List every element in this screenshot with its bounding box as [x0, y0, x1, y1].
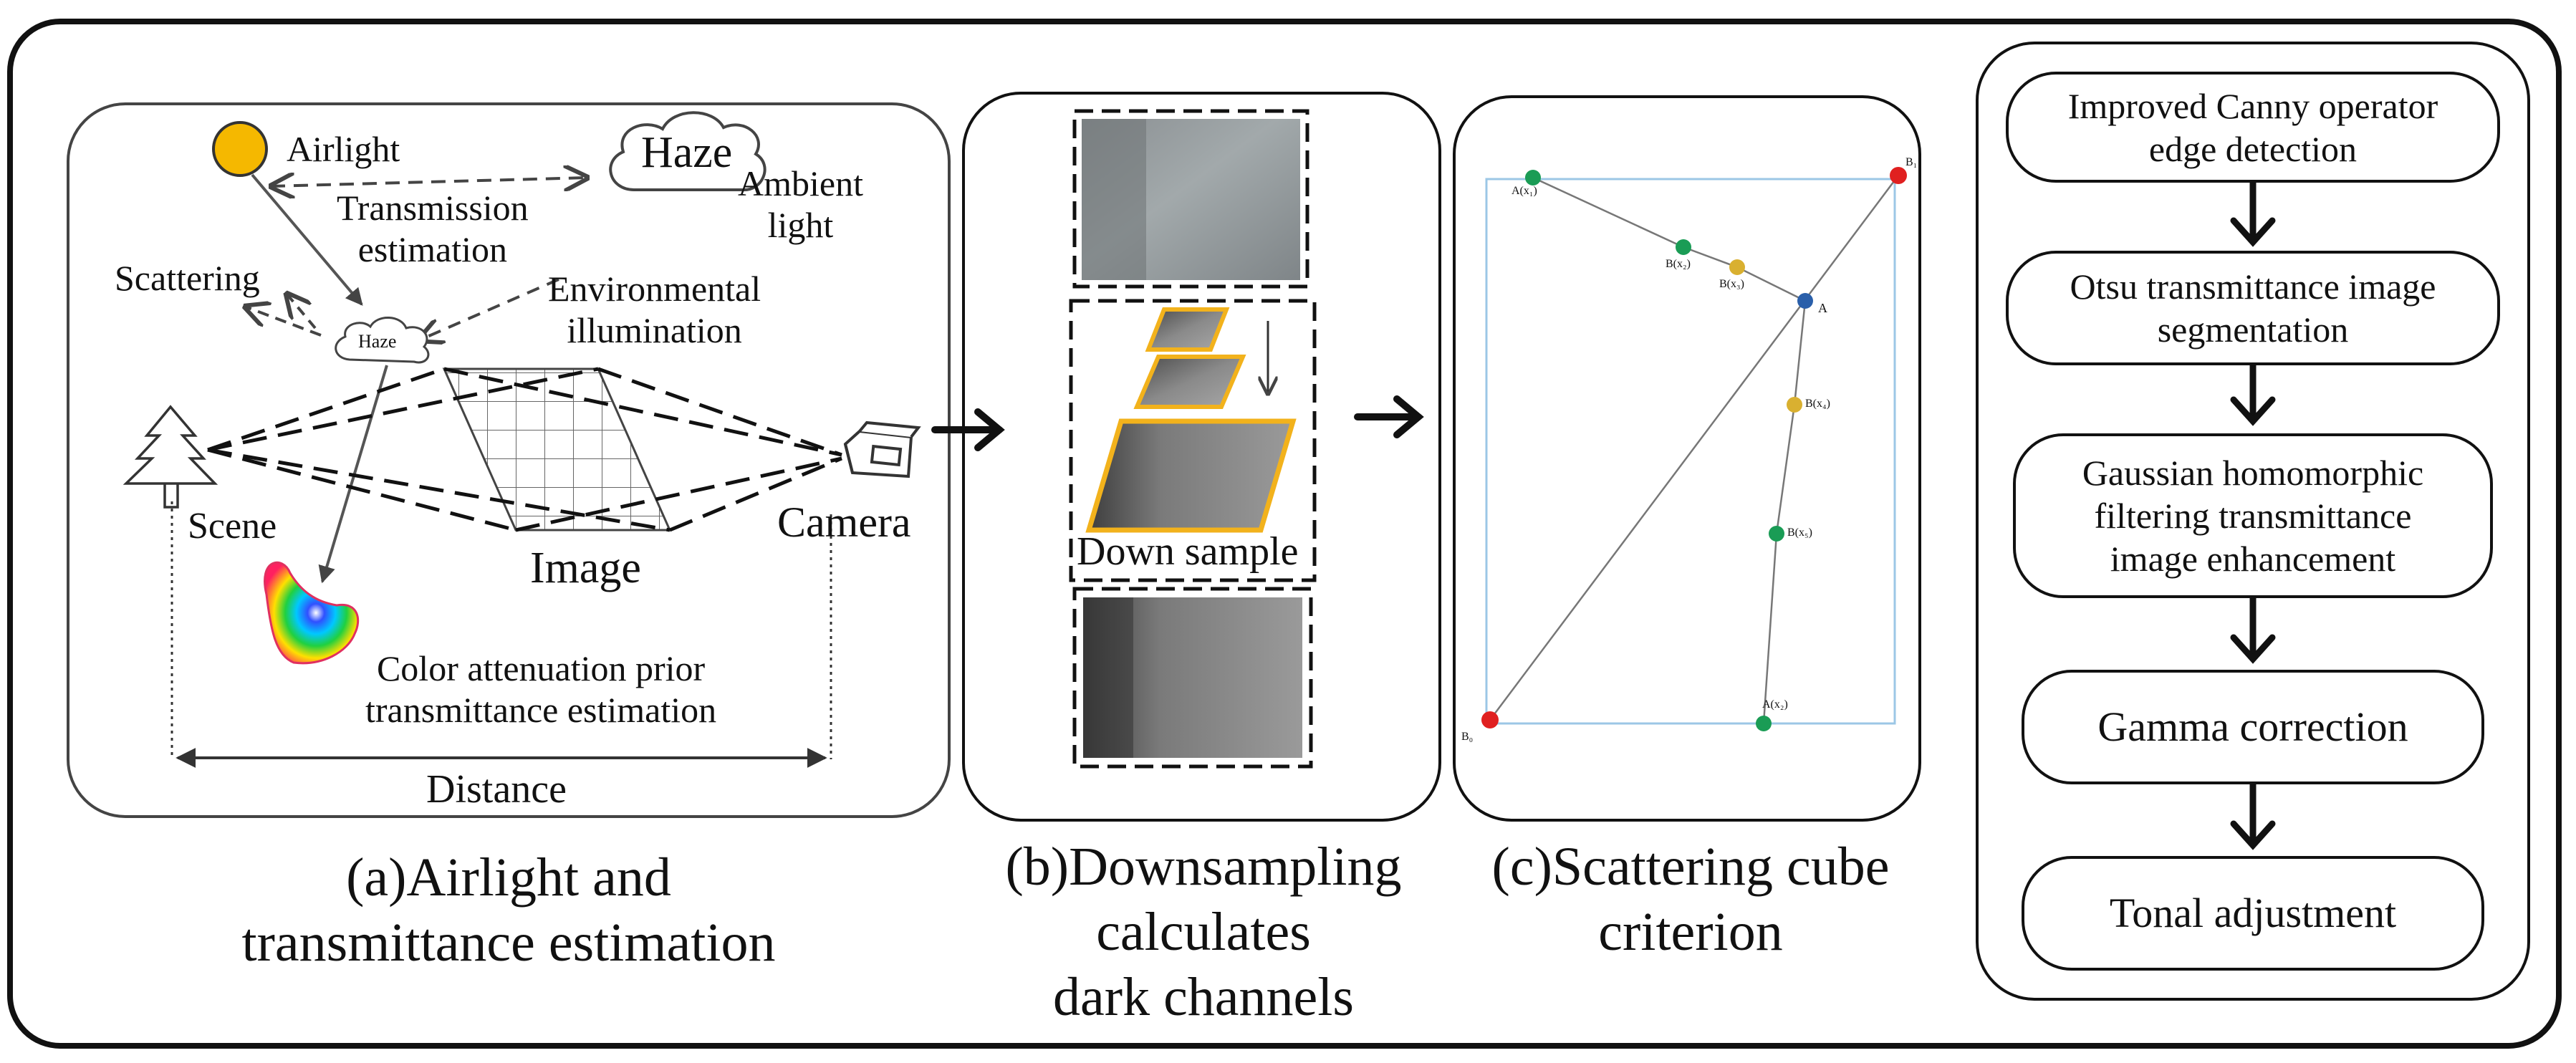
- sun-to-haze-arrow: [251, 173, 363, 306]
- flow-step-4-line-1: Gamma correction: [2097, 703, 2408, 751]
- down-sample-box: [1069, 299, 1317, 582]
- pyramid-level-1: [1085, 418, 1297, 533]
- point-b-x4: [1787, 397, 1802, 413]
- cube-lines: [1489, 175, 1899, 724]
- point-b0-label: B₀: [1461, 731, 1474, 743]
- point-b-x3-label: B(x₃): [1719, 278, 1744, 290]
- scattering-arrow-1: [245, 307, 322, 337]
- point-b-x4-label: B(x₄): [1805, 398, 1830, 410]
- point-b-x2-label: B(x₂): [1666, 258, 1691, 270]
- airlight-arrow: [271, 178, 587, 186]
- panel-a-frame: [67, 102, 951, 818]
- caption-c: (c)Scattering cube criterion: [1433, 834, 1948, 965]
- caption-c-line-1: (c)Scattering cube: [1491, 837, 1890, 897]
- panel-b-frame: [962, 92, 1441, 822]
- flow-step-3-line-2: filtering transmittance: [2094, 496, 2412, 536]
- caption-b: (b)Downsampling calculates dark channels: [946, 834, 1461, 1031]
- flow-step-gamma-correction: Gamma correction: [2022, 670, 2484, 784]
- down-sample-label: Down sample: [1077, 529, 1299, 574]
- caption-b-line-1: (b)Downsampling: [1005, 837, 1402, 897]
- point-a: [1797, 293, 1813, 309]
- arrow-a-to-b: [931, 408, 1005, 451]
- point-b-x2: [1676, 239, 1691, 255]
- small-haze-label: Haze: [358, 331, 397, 352]
- color-attenuation-label: Color attenuation prior transmittance es…: [365, 648, 717, 730]
- flow-step-homomorphic-filtering: Gaussian homomorphic filtering transmitt…: [2013, 433, 2493, 598]
- flow-step-1-line-1: Improved Canny operator: [2067, 85, 2438, 126]
- caption-a-line-1: (a)Airlight and: [346, 847, 671, 908]
- projection-lines: [207, 367, 842, 532]
- outer-frame: [7, 19, 2562, 1049]
- point-b1-label: B₁: [1905, 156, 1918, 168]
- flow-step-5-line-1: Tonal adjustment: [2109, 890, 2397, 937]
- flow-step-3-line-3: image enhancement: [2110, 539, 2396, 579]
- point-a-label: A: [1818, 301, 1827, 315]
- flow-step-edge-detection: Improved Canny operator edge detection: [2006, 72, 2500, 183]
- caption-a-line-2: transmittance estimation: [241, 913, 776, 973]
- flow-arrows: [2230, 179, 2276, 850]
- flow-step-3-line-1: Gaussian homomorphic: [2082, 453, 2424, 493]
- point-a-x2-label: A(x₂): [1762, 698, 1788, 711]
- color-attenuation-blob-icon: [264, 561, 360, 665]
- ambient-light-label: Ambient light: [738, 163, 863, 245]
- image-label: Image: [530, 544, 641, 592]
- cube-points: [1481, 167, 1907, 731]
- flow-step-tonal-adjustment: Tonal adjustment: [2022, 856, 2484, 971]
- panel-d-frame: [1976, 42, 2530, 1001]
- haze-to-blob-arrow: [318, 365, 388, 584]
- dark-channel-bottom-box: [1072, 587, 1313, 769]
- pyramid-level-2: [1133, 355, 1246, 409]
- point-b0: [1481, 711, 1499, 728]
- dark-channel-top-box: [1072, 109, 1309, 289]
- scene-label: Scene: [188, 506, 277, 547]
- scattering-cube: [1485, 178, 1896, 725]
- caption-c-line-2: criterion: [1598, 902, 1783, 963]
- panel-c-frame: [1453, 95, 1921, 822]
- caption-b-line-3: dark channels: [1053, 967, 1354, 1028]
- distance-label: Distance: [426, 767, 567, 812]
- point-b1: [1890, 167, 1907, 184]
- environmental-arrow: [419, 278, 559, 340]
- tree-icon: [122, 405, 218, 509]
- caption-b-line-2: calculates: [1096, 902, 1311, 963]
- arrow-b-to-c: [1354, 395, 1424, 438]
- scattering-label: Scattering: [115, 258, 260, 298]
- flow-step-otsu-segmentation: Otsu transmittance image segmentation: [2006, 251, 2500, 365]
- pyramid-level-3: [1145, 307, 1230, 352]
- camera-label: Camera: [777, 499, 911, 546]
- environmental-illumination-label: Environmental illumination: [548, 269, 761, 350]
- transmission-estimation-label: Transmission estimation: [337, 188, 529, 269]
- point-a-x1: [1525, 170, 1541, 186]
- small-haze-cloud-icon: [335, 317, 430, 364]
- camera-icon: [843, 420, 921, 478]
- haze-cloud-label: Haze: [641, 128, 733, 177]
- point-a-x1-label: A(x₁): [1512, 185, 1537, 197]
- caption-a: (a)Airlight and transmittance estimation: [165, 845, 852, 976]
- scattering-arrow-2: [287, 294, 317, 330]
- airlight-label: Airlight: [287, 129, 400, 169]
- point-b-x5-label: B(x₅): [1787, 526, 1812, 539]
- flow-step-2-line-2: segmentation: [2157, 309, 2349, 350]
- point-b-x3: [1729, 259, 1745, 275]
- point-b-x5: [1769, 526, 1784, 542]
- sun-icon: [212, 121, 268, 177]
- flow-step-2-line-1: Otsu transmittance image: [2070, 266, 2436, 307]
- flow-step-1-line-2: edge detection: [2148, 128, 2358, 169]
- point-a-x2: [1756, 716, 1772, 731]
- haze-cloud-icon: [609, 111, 766, 192]
